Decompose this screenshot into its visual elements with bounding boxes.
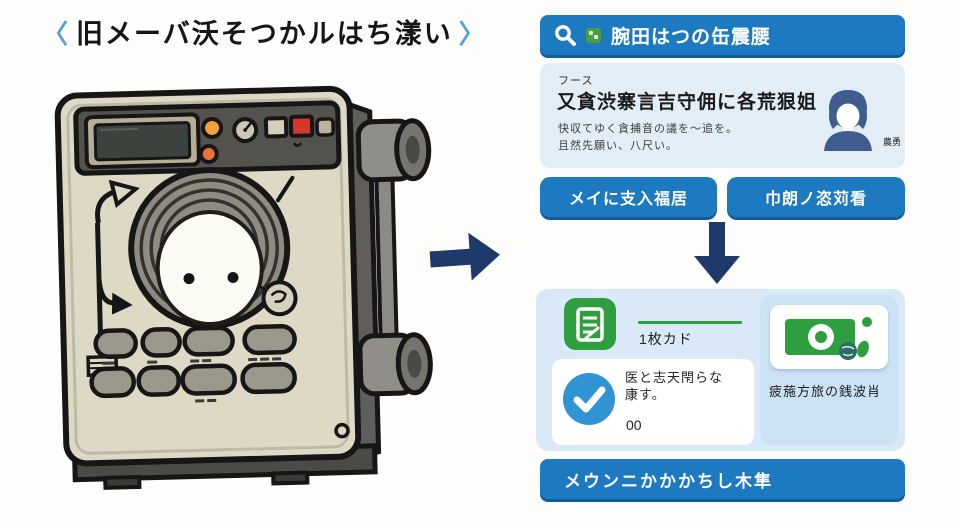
search-header-bar[interactable]: 腕田はつの缶震腰	[540, 15, 905, 55]
red-square-indicator	[288, 114, 315, 138]
bottom-action-bar[interactable]: メウンニかかかちし木隼	[540, 459, 905, 499]
meter-foot	[103, 474, 142, 490]
meter-handle-bar	[374, 166, 400, 361]
chevron-right-icon: 〉	[458, 19, 487, 49]
left-eye-dot	[183, 273, 195, 285]
red-light-icon	[198, 144, 219, 165]
banknote-icon	[785, 317, 872, 360]
slash-mark	[275, 175, 295, 203]
leaf-badge-icon	[586, 27, 601, 43]
document-label: 1枚カド	[639, 331, 693, 347]
orange-light-icon	[201, 116, 224, 139]
action-button-1[interactable]: メイに支入福居	[540, 177, 717, 217]
meter-lcd-display	[83, 112, 201, 170]
money-tile: 疲葹方旅の銭波肖	[760, 295, 898, 445]
gauge-dial-icon	[232, 117, 259, 144]
green-divider	[638, 321, 742, 324]
card-heading: 又貪渋寨言吉守佣に各荒狠姐	[557, 92, 818, 113]
check-card-line-1: 医と志天閇らな	[625, 370, 724, 385]
page-title-text: 旧メーバ沃そつかルはち漾い	[76, 19, 453, 49]
result-panel: 1枚カド 医と志天閇らな 康す。 00 疲葹方旅の銭波肖	[536, 289, 905, 451]
document-icon	[564, 298, 616, 350]
check-card-line-2: 康す。	[625, 387, 666, 402]
gray-square-indicator	[263, 116, 289, 139]
pendant-dial-icon	[259, 280, 298, 317]
flow-arrow-down-icon	[694, 222, 740, 284]
curved-arrow-down-icon	[96, 278, 133, 315]
action-button-2[interactable]: 巾朗ノ恣苅看	[727, 177, 905, 217]
card-body-line-1: 快収てゆく貪捕音の議を〜追を。	[558, 123, 738, 135]
check-card-count: 00	[626, 417, 642, 433]
flow-arrow-right-icon	[429, 232, 500, 281]
check-card: 医と志天閇らな 康す。 00	[552, 359, 754, 445]
meter-face-window	[128, 167, 291, 330]
info-card: フース 又貪渋寨言吉守佣に各荒狠姐 快収てゆく貪捕音の議を〜追を。 且然先願い、…	[540, 63, 905, 168]
avatar-icon	[824, 90, 872, 151]
search-icon	[555, 25, 576, 46]
money-card	[770, 305, 888, 369]
bottom-bar-label: メウンニかかかちし木隼	[564, 471, 773, 491]
card-body-line-2: 且然先願い、八尺い。	[558, 140, 678, 152]
meter-illustration	[54, 85, 433, 490]
search-bar-label: 腕田はつの缶震腰	[611, 26, 772, 48]
check-card-text: 医と志天閇らな 康す。	[625, 369, 723, 403]
action-button-1-label: メイに支入福居	[568, 191, 688, 208]
money-label: 疲葹方旅の銭波肖	[769, 384, 882, 399]
screw-icon	[334, 422, 350, 439]
check-circle-icon	[563, 373, 615, 425]
page-title: 〈旧メーバ沃そつかルはち漾い〉	[36, 12, 493, 51]
curved-arrow-up-icon	[95, 179, 140, 224]
right-eye-dot	[227, 271, 239, 283]
card-kicker: フース	[558, 75, 594, 87]
meter-handle-bottom	[357, 332, 433, 397]
chevron-left-icon: 〈	[42, 19, 71, 49]
meter-foot	[271, 470, 310, 486]
meter-keypad	[89, 323, 297, 403]
action-button-2-label: 巾朗ノ恣苅看	[764, 191, 867, 208]
gray-key-button	[315, 117, 335, 137]
meter-handle-top	[355, 118, 432, 183]
avatar-label: 農勇	[883, 137, 902, 147]
